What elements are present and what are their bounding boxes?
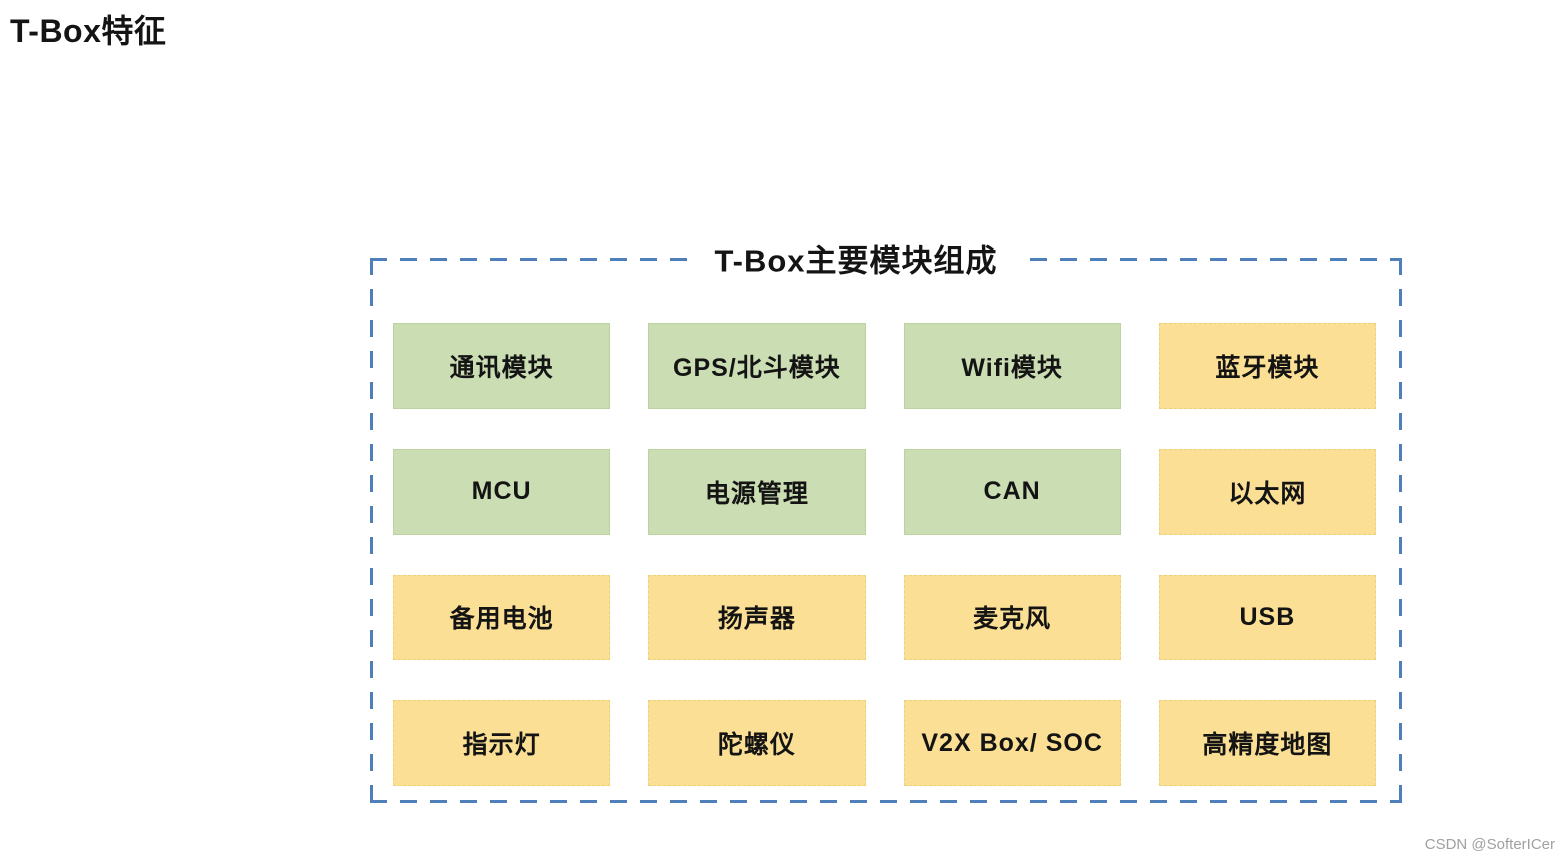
module-label: 指示灯: [462, 731, 541, 760]
module-box: 以太网: [1158, 448, 1376, 535]
module-label: 陀螺仪: [717, 731, 796, 760]
module-box: Wifi模块: [903, 323, 1121, 409]
tbox-modules-frame: T-Box主要模块组成 通讯模块 GPS/北斗模块 Wifi模块 蓝牙模块 MCU 电源管…: [370, 235, 1402, 803]
module-box: GPS/北斗模块: [648, 323, 866, 409]
module-box: CAN: [903, 448, 1121, 535]
page-title: T-Box特征: [10, 13, 167, 49]
module-box: 电源管理: [648, 448, 866, 535]
module-box: V2X Box/ SOC: [903, 700, 1121, 786]
module-box: 高精度地图: [1158, 700, 1376, 786]
module-box: USB: [1158, 574, 1376, 661]
module-label: MCU: [471, 477, 532, 506]
module-box: 扬声器: [648, 574, 866, 661]
module-label: GPS/北斗模块: [673, 353, 841, 382]
module-box: 备用电池: [393, 574, 611, 661]
module-label: 麦克风: [973, 605, 1052, 634]
watermark: CSDN @SofterICer: [1424, 836, 1555, 853]
module-label: 蓝牙模块: [1215, 353, 1320, 382]
module-label: 通讯模块: [449, 353, 554, 382]
module-label: 备用电池: [449, 605, 554, 634]
module-label: 高精度地图: [1202, 731, 1333, 760]
module-box: 指示灯: [393, 700, 611, 786]
module-label: CAN: [983, 477, 1041, 506]
module-box: 麦克风: [903, 574, 1121, 661]
module-label: 电源管理: [704, 479, 809, 508]
module-label: V2X Box/ SOC: [921, 728, 1103, 757]
module-label: 扬声器: [717, 605, 796, 634]
module-label: USB: [1239, 602, 1296, 631]
module-box: 通讯模块: [393, 323, 611, 409]
module-label: 以太网: [1228, 479, 1307, 508]
module-box: 蓝牙模块: [1158, 323, 1376, 409]
module-box: MCU: [393, 448, 611, 535]
module-label: Wifi模块: [961, 353, 1063, 382]
module-grid: 通讯模块 GPS/北斗模块 Wifi模块 蓝牙模块 MCU 电源管理 CAN 以太网备用电池 扬…: [393, 323, 1376, 786]
diagram-title: T-Box主要模块组成: [692, 235, 1020, 281]
module-box: 陀螺仪: [648, 700, 866, 786]
